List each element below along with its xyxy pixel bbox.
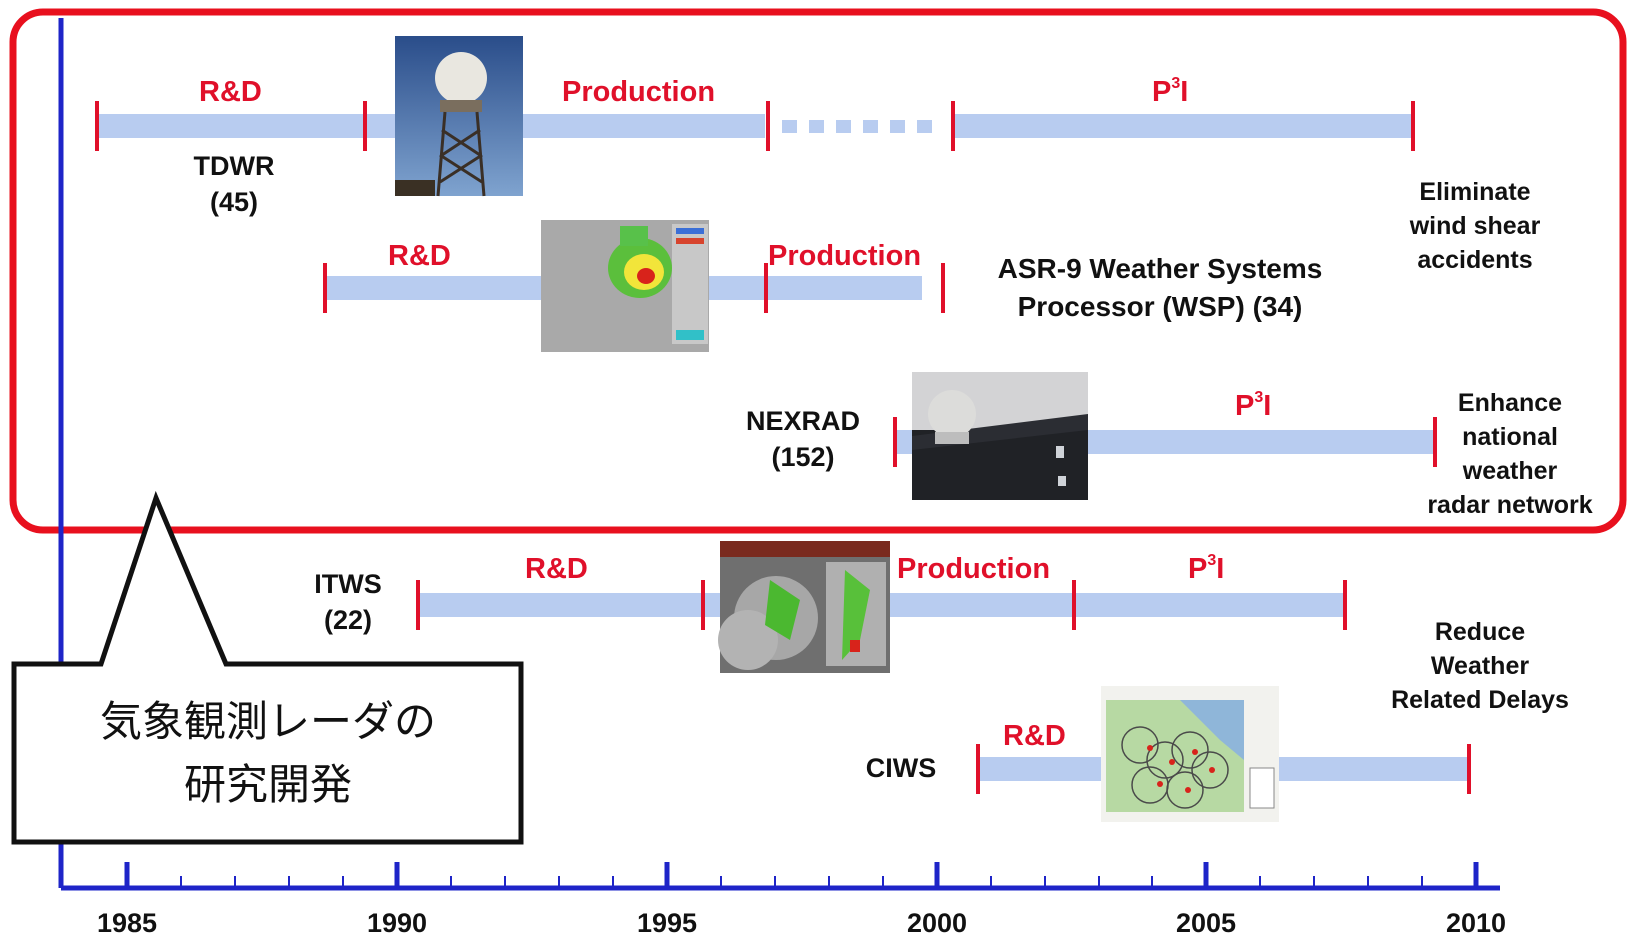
- year-label-2000: 2000: [906, 908, 968, 938]
- tdwr-production-label: Production: [562, 76, 716, 108]
- itws-program-label: ITWS (22): [298, 566, 398, 639]
- itws-ticks: [416, 580, 1347, 630]
- wsp-display-screenshot: [541, 220, 709, 352]
- goal-delays-line-2: Weather: [1430, 651, 1530, 680]
- wsp-name-line-2: Processor (WSP) (34): [1017, 290, 1303, 322]
- tdwr-program-label: TDWR (45): [178, 148, 290, 221]
- itws-count: (22): [323, 605, 372, 636]
- callout-text: 気象観測レーダの 研究開発: [20, 690, 516, 816]
- year-label-2005: 2005: [1175, 908, 1237, 938]
- year-label-2010: 2010: [1445, 908, 1507, 938]
- ciws-rd-label: R&D: [1003, 720, 1066, 752]
- wsp-rd-label: R&D: [388, 240, 451, 272]
- nexrad-p3i-label: P3I: [1235, 389, 1272, 422]
- goal-wind-shear: Eliminate wind shear accidents: [1385, 176, 1565, 277]
- nexrad-count: (152): [771, 442, 835, 473]
- goal-delays-line-1: Reduce: [1434, 618, 1526, 646]
- nexrad-ticks: [893, 417, 1437, 467]
- callout-bubble: [11, 490, 524, 845]
- goal-delays-line-3: Related Delays: [1391, 685, 1569, 714]
- tdwr-dotted-bar: [782, 120, 932, 133]
- itws-display-screenshot: [718, 541, 890, 673]
- wsp-production-label: Production: [768, 240, 922, 272]
- nexrad-program-label: NEXRAD (152): [728, 403, 878, 476]
- goal-wind-shear-line-2: wind shear: [1409, 211, 1541, 240]
- goal-wind-shear-line-1: Eliminate: [1419, 178, 1531, 206]
- goal-delays: Reduce Weather Related Delays: [1365, 616, 1595, 717]
- tdwr-rd-label: R&D: [199, 76, 262, 108]
- tdwr-count: (45): [209, 187, 258, 218]
- ciws-coverage-map: [1101, 686, 1279, 822]
- itws-p3i-label: P3I: [1188, 552, 1225, 585]
- axis-minor-ticks: [180, 876, 1423, 888]
- highlight-box: [9, 8, 1627, 534]
- goal-wind-shear-line-3: accidents: [1417, 245, 1533, 274]
- nexrad-name: NEXRAD: [745, 406, 860, 436]
- itws-rd-label: R&D: [525, 553, 588, 585]
- tdwr-p3i-label: P3I: [1152, 75, 1189, 108]
- nexrad-building-photo: [912, 372, 1088, 500]
- callout-line-2: 研究開発: [183, 760, 352, 809]
- callout-line-1: 気象観測レーダの: [99, 697, 436, 746]
- wsp-ticks: [323, 263, 945, 313]
- goal-radar-network: Enhance national weather radar network: [1410, 386, 1610, 522]
- axis-major-ticks: [124, 862, 1479, 888]
- year-label-1985: 1985: [96, 908, 158, 938]
- tdwr-tower-photo: [395, 36, 523, 197]
- goal-radar-network-line-1: Enhance: [1457, 389, 1563, 417]
- itws-name: ITWS: [314, 569, 382, 599]
- tdwr-ticks: [95, 101, 1415, 151]
- goal-radar-network-line-4: radar network: [1427, 491, 1593, 519]
- goal-radar-network-line-2: national: [1462, 423, 1558, 451]
- wsp-name-line-1: ASR-9 Weather Systems: [997, 253, 1323, 284]
- year-label-1995: 1995: [636, 908, 698, 938]
- year-label-1990: 1990: [366, 908, 428, 938]
- itws-production-label: Production: [897, 553, 1051, 585]
- ciws-name: CIWS: [865, 753, 937, 783]
- tdwr-bar-p3i: [952, 114, 1412, 138]
- goal-radar-network-line-3: weather: [1462, 457, 1558, 485]
- ciws-ticks: [976, 744, 1471, 794]
- wsp-program-label: ASR-9 Weather Systems Processor (WSP) (3…: [965, 250, 1355, 326]
- tdwr-name: TDWR: [193, 151, 275, 181]
